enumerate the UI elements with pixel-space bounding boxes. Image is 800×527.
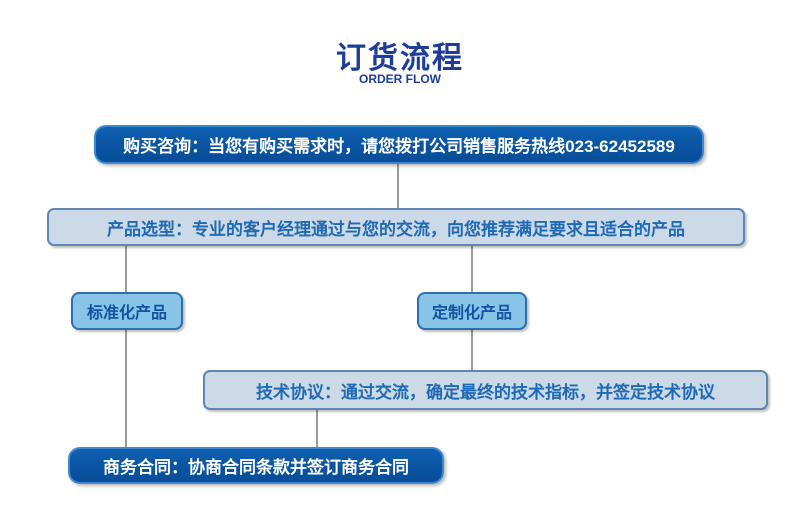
flow-node-custom-product: 定制化产品 xyxy=(417,292,527,330)
connector-selection-standard xyxy=(125,245,127,293)
connector-standard-contract xyxy=(125,329,127,448)
flow-node-technical-agreement: 技术协议：通过交流，确定最终的技术指标，并签定技术协议 xyxy=(203,370,768,410)
flow-node-business-contract: 商务合同：协商合同条款并签订商务合同 xyxy=(68,447,444,484)
flow-node-purchase-consult: 购买咨询：当您有购买需求时，请您拨打公司销售服务热线023-62452589 xyxy=(94,125,704,164)
connector-agreement-contract xyxy=(316,409,318,448)
connector-custom-agreement xyxy=(471,329,473,371)
flow-node-product-selection: 产品选型：专业的客户经理通过与您的交流，向您推荐满足要求且适合的产品 xyxy=(47,208,745,246)
connector-consult-selection xyxy=(397,163,399,209)
page-subtitle: ORDER FLOW xyxy=(359,72,441,86)
flow-node-standard-product: 标准化产品 xyxy=(71,292,183,330)
page-title: 订货流程 xyxy=(336,42,464,75)
connector-selection-custom xyxy=(471,245,473,293)
